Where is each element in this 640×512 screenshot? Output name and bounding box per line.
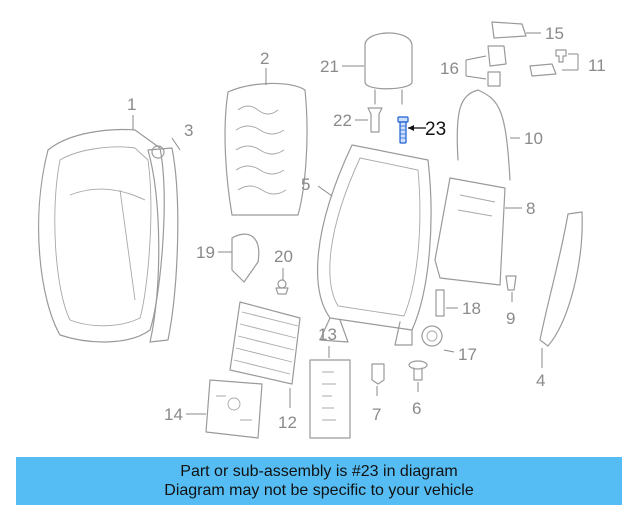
part-20-screw: 20	[274, 247, 293, 295]
callout-20: 20	[274, 247, 293, 266]
part-12-lumbar-grid: 12	[229, 301, 301, 432]
info-banner: Part or sub-assembly is #23 in diagram D…	[16, 457, 622, 505]
callout-8: 8	[526, 199, 535, 218]
callout-3: 3	[184, 121, 193, 140]
callout-6: 6	[412, 399, 421, 418]
callout-9: 9	[506, 309, 515, 328]
part-21-headrest: 21	[320, 32, 413, 105]
part-8-back-panel: 8	[434, 177, 535, 286]
callout-23: 23	[425, 119, 446, 140]
part-10-cable: 10	[456, 89, 543, 181]
part-6-bolt: 6	[408, 360, 428, 418]
callout-16: 16	[440, 59, 459, 78]
callout-1: 1	[127, 95, 136, 114]
callout-18: 18	[462, 299, 481, 318]
callout-15: 15	[545, 24, 564, 43]
part-2-seat-back-pad: 2	[224, 49, 308, 216]
part-23-screw-highlighted: 23	[397, 116, 446, 144]
parts-diagram: 1 3 2 21 22 23	[38, 21, 606, 439]
callout-19: 19	[196, 243, 215, 262]
part-5-seat-back-frame: 5	[301, 144, 432, 346]
part-18-handle: 18	[435, 289, 481, 318]
callout-14: 14	[164, 405, 183, 424]
callout-12: 12	[278, 413, 297, 432]
part-19-bracket: 19	[196, 233, 260, 283]
callout-4: 4	[536, 371, 545, 390]
callout-22: 22	[333, 111, 352, 130]
part-22-headrest-guide: 22	[333, 107, 383, 133]
callout-17: 17	[458, 345, 477, 364]
banner-line-1: Part or sub-assembly is #23 in diagram	[180, 463, 458, 480]
part-3-side-cover: 3	[147, 121, 193, 343]
part-11: 11	[529, 49, 606, 77]
part-14-mechanism: 14	[164, 379, 263, 439]
callout-2: 2	[260, 49, 269, 68]
part-4-side-trim: 4	[536, 211, 583, 390]
callout-5: 5	[301, 175, 310, 194]
part-13-fastener-kit: 13	[309, 325, 351, 439]
banner-line-2: Diagram may not be specific to your vehi…	[164, 482, 474, 499]
callout-7: 7	[372, 405, 381, 424]
part-15: 15	[491, 21, 564, 43]
part-1-seat-back-cover: 1	[38, 95, 165, 343]
callout-11: 11	[588, 56, 606, 75]
part-7-bracket: 7	[371, 363, 385, 424]
callout-13: 13	[318, 325, 337, 344]
callout-21: 21	[320, 57, 339, 76]
part-17-knob: 17	[421, 325, 477, 364]
part-9-clip: 9	[505, 275, 517, 328]
callout-10: 10	[524, 129, 543, 148]
part-16-switch: 16	[440, 45, 507, 87]
